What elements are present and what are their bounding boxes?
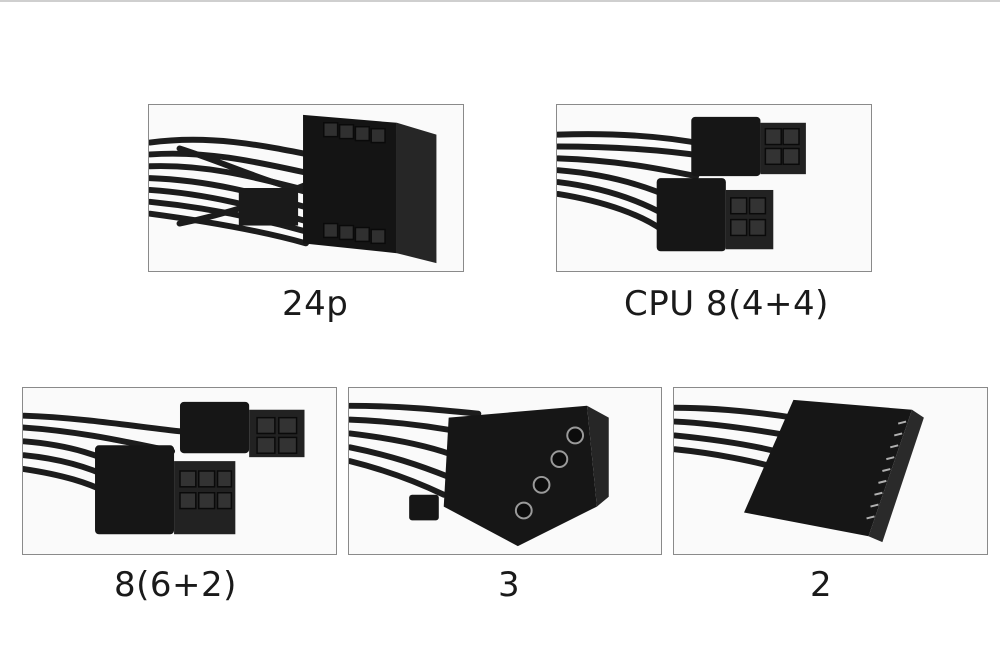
connector-molex-image bbox=[349, 402, 609, 547]
caption-molex: 3 bbox=[498, 565, 521, 605]
caption-24p: 24p bbox=[282, 284, 349, 324]
connector-pcie-image bbox=[23, 401, 305, 535]
caption-cpu: CPU 8(4+4) bbox=[624, 284, 829, 324]
connector-sata-panel bbox=[673, 387, 988, 555]
caption-sata: 2 bbox=[810, 565, 833, 605]
connector-24pin-panel bbox=[148, 104, 464, 272]
connector-cpu-panel bbox=[556, 104, 872, 272]
connector-sata-image bbox=[674, 399, 924, 543]
connector-cpu-image bbox=[557, 116, 806, 252]
connector-24pin-image bbox=[149, 114, 437, 264]
connector-molex-panel bbox=[348, 387, 662, 555]
top-border-line bbox=[0, 0, 1000, 2]
connector-pcie-panel bbox=[22, 387, 337, 555]
caption-pcie: 8(6+2) bbox=[114, 565, 237, 605]
